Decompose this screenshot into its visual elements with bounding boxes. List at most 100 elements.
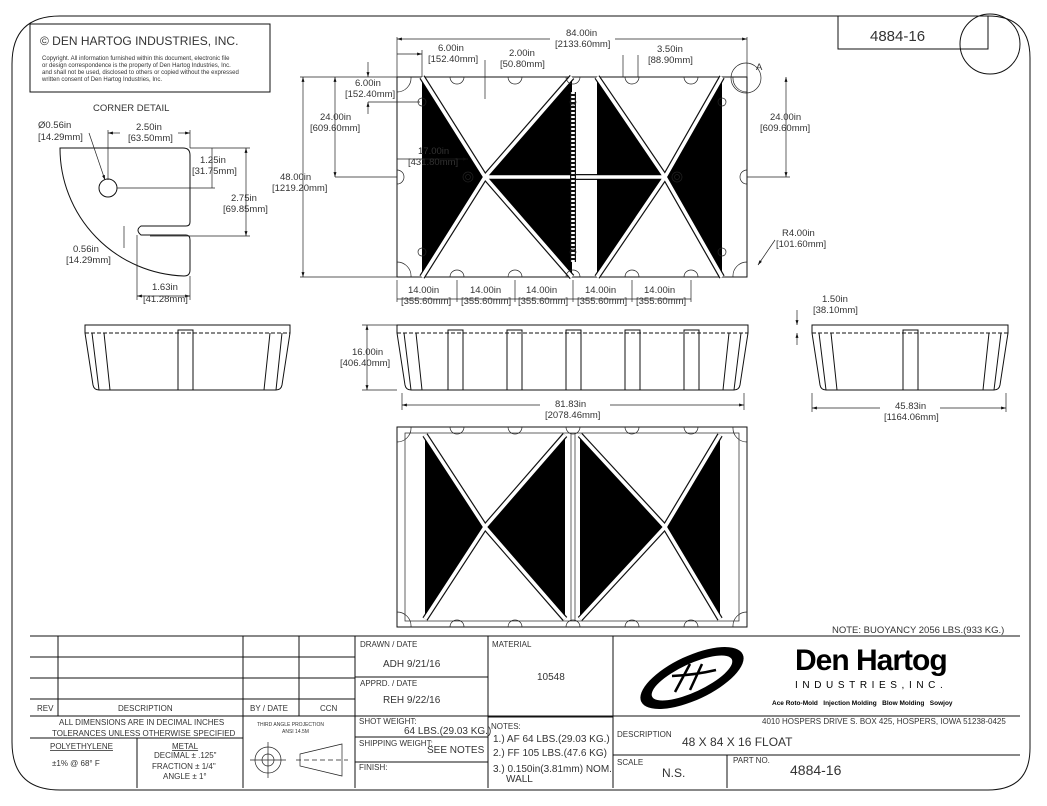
approved-value: REH 9/22/16 (383, 695, 441, 706)
dim-label: [1219.20mm] (272, 183, 327, 194)
x-brace-ribs (419, 75, 725, 279)
buoyancy-note: NOTE: BUOYANCY 2056 LBS.(933 KG.) (832, 625, 1004, 636)
dim-label: [2133.60mm] (555, 39, 610, 50)
dim-label: 2.00in (509, 48, 535, 59)
dim-label: [355.60mm] (518, 296, 568, 307)
dim-label: [38.10mm] (813, 305, 858, 316)
third-angle-projection-symbol (250, 742, 348, 778)
drawn-value: ADH 9/21/16 (383, 659, 441, 670)
description-header: DESCRIPTION (118, 704, 173, 713)
top-view: A 84.00in [2133.60mm] 6.00in [152.40mm] … (272, 28, 826, 307)
scale-value: N.S. (662, 766, 685, 780)
dim-label: [152.40mm] (345, 89, 395, 100)
header-part-number: 4884-16 (870, 28, 925, 45)
ccn-header: CCN (320, 704, 338, 713)
description-label: DESCRIPTION (617, 730, 672, 739)
dim-label: 84.00in (566, 28, 597, 39)
dim-label: [63.50mm] (128, 133, 173, 144)
dim-label: 16.00in (352, 347, 383, 358)
dim-label: [69.85mm] (223, 204, 268, 215)
scale-label: SCALE (617, 758, 643, 767)
rev-header: REV (37, 704, 54, 713)
metal-tolerance: ANGLE ± 1° (163, 772, 207, 781)
part-no-value: 4884-16 (790, 762, 842, 778)
dim-label: 1.50in (822, 294, 848, 305)
logo-divisions: Ace Roto-Mold Injection Molding Blow Mol… (772, 700, 953, 707)
dim-label: 6.00in (438, 43, 464, 54)
end-view: 1.50in [38.10mm] 45.83in [1164.06mm] (795, 294, 1009, 423)
dim-label: [101.60mm] (776, 239, 826, 250)
dim-label: 17.00in (418, 146, 449, 157)
dim-label: [431.80mm] (408, 157, 458, 168)
copyright-line: Copyright. All information furnished wit… (42, 56, 230, 62)
dim-label: [41.28mm] (143, 294, 188, 305)
metal-label: METAL (172, 742, 199, 751)
dim-label: [14.29mm] (38, 132, 83, 143)
dim-label: 1.25in (200, 155, 226, 166)
shipping-weight-label: SHIPPING WEIGHT: (359, 739, 433, 748)
note-item: WALL (506, 774, 533, 785)
detail-ref-label: A (756, 62, 763, 73)
shipping-weight-value: SEE NOTES (427, 745, 485, 756)
dim-label: 48.00in (280, 172, 311, 183)
polyethylene-tolerance: ±1% @ 68° F (52, 759, 100, 768)
dim-label: 14.00in (408, 285, 439, 296)
mounting-slots (396, 76, 748, 278)
side-view: 16.00in [406.40mm] 81.83in [2078.46mm] (340, 324, 749, 421)
dim-label: [2078.46mm] (545, 410, 600, 421)
dim-label: [609.60mm] (760, 123, 810, 134)
copyright-line: and shall not be used, disclosed to othe… (42, 70, 239, 76)
company-logo (640, 647, 744, 709)
dim-label: [355.60mm] (461, 296, 511, 307)
dim-label: 6.00in (355, 78, 381, 89)
projection-label: THIRD ANGLE PROJECTION (257, 722, 324, 728)
corner-detail-title: CORNER DETAIL (93, 103, 169, 114)
dim-label: 2.50in (136, 122, 162, 133)
finish-label: FINISH: (359, 763, 387, 772)
dim-label: [355.60mm] (636, 296, 686, 307)
dim-label: Ø0.56in (38, 120, 71, 131)
corner-detail: CORNER DETAIL Ø0.56in [14.29mm] 2.50in [… (38, 103, 268, 305)
dim-label: [88.90mm] (648, 55, 693, 66)
sheet-border (11, 15, 1031, 791)
dims-note: ALL DIMENSIONS ARE IN DECIMAL INCHES (59, 718, 224, 727)
copyright-line: written consent of Den Hartog Industries… (41, 77, 162, 83)
dim-label: 14.00in (644, 285, 675, 296)
metal-tolerance: DECIMAL ± .125" (154, 751, 217, 760)
projection-standard: ANSI 14.5M (282, 729, 309, 735)
dim-label: [14.29mm] (66, 255, 111, 266)
polyethylene-label: POLYETHYLENE (50, 742, 113, 751)
revision-table: REV DESCRIPTION BY / DATE CCN (37, 704, 338, 713)
dim-label: 24.00in (770, 112, 801, 123)
dim-label: [31.75mm] (192, 166, 237, 177)
company-address: 4010 HOSPERS DRIVE S. BOX 425, HOSPERS, … (762, 717, 1006, 726)
dim-label: 14.00in (526, 285, 557, 296)
shot-weight-label: SHOT WEIGHT: (359, 717, 417, 726)
material-label: MATERIAL (492, 640, 532, 649)
part-no-label: PART NO. (733, 756, 770, 765)
dim-label: 45.83in (895, 401, 926, 412)
by-date-header: BY / DATE (250, 704, 288, 713)
dim-label: R4.00in (782, 228, 815, 239)
dim-label: 2.75in (231, 193, 257, 204)
part-number-header: 4884-16 (837, 13, 1021, 75)
note-item: 2.) FF 105 LBS.(47.6 KG) (493, 748, 607, 759)
dim-label: [152.40mm] (428, 54, 478, 65)
copyright-box: © DEN HARTOG INDUSTRIES, INC. Copyright.… (29, 23, 271, 93)
approved-label: APPRD. / DATE (360, 679, 417, 688)
note-item: 3.) 0.150in(3.81mm) NOM. (493, 764, 612, 775)
left-end-view (84, 324, 291, 391)
dim-label: 81.83in (555, 399, 586, 410)
tolerance-note: TOLERANCES UNLESS OTHERWISE SPECIFIED (52, 729, 236, 738)
shot-weight-value: 64 LBS.(29.03 KG.) (404, 726, 491, 737)
logo-wordmark: Den Hartog (795, 644, 947, 677)
dim-label: 14.00in (585, 285, 616, 296)
dim-label: 14.00in (470, 285, 501, 296)
dim-label: [609.60mm] (310, 123, 360, 134)
drawn-label: DRAWN / DATE (360, 640, 417, 649)
metal-tolerance: FRACTION ± 1/4" (152, 762, 216, 771)
dim-label: [355.60mm] (577, 296, 627, 307)
description-value: 48 X 84 X 16 FLOAT (682, 735, 793, 749)
copyright-line: or design correspondence is the property… (42, 63, 231, 69)
